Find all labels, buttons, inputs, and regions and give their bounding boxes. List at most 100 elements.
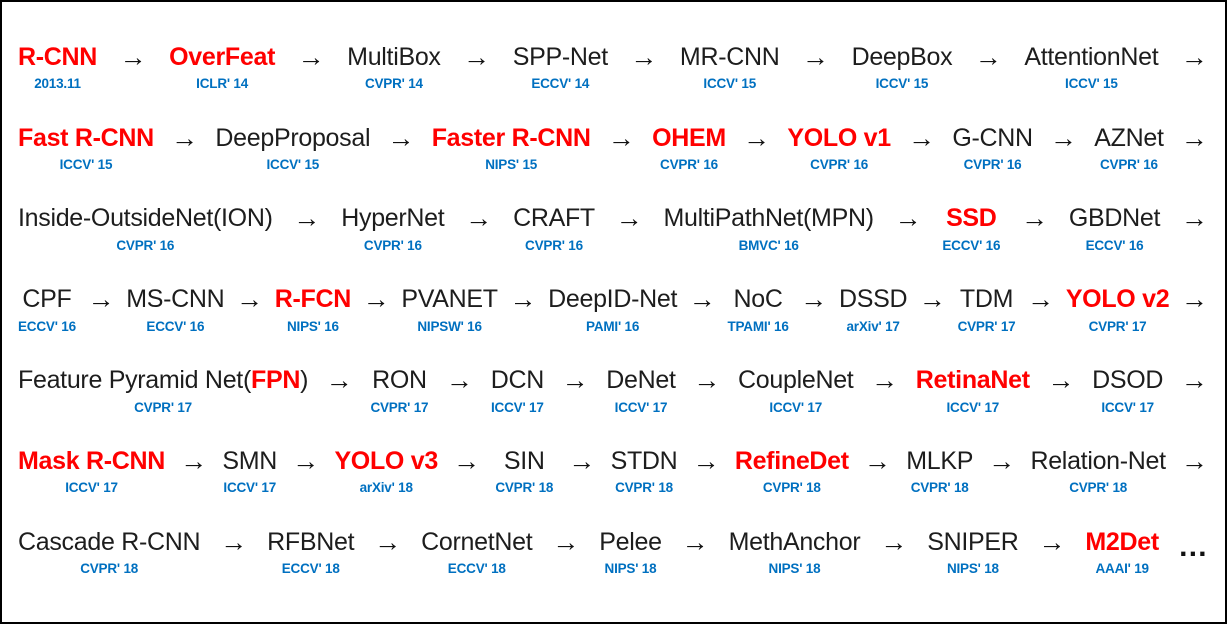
arrow-icon: → <box>446 365 474 396</box>
venue-label: NIPS' 18 <box>604 561 657 577</box>
venue-label: ICCV' 17 <box>65 480 118 496</box>
venue-label: ECCV' 16 <box>18 318 76 334</box>
venue-label: NIPS' 15 <box>485 156 538 172</box>
venue-label: NIPS' 16 <box>286 318 339 334</box>
arrow-icon: → <box>630 41 658 72</box>
model-name: OverFeat <box>169 42 276 71</box>
model-name: CRAFT <box>513 204 595 233</box>
venue-label: CVPR' 16 <box>1099 156 1158 172</box>
model-name: SMN <box>222 447 278 476</box>
arrow-icon: → <box>1050 122 1078 153</box>
model-name: YOLO v1 <box>787 123 891 152</box>
arrow-icon: → <box>119 41 147 72</box>
model-name: DCN <box>490 366 545 395</box>
model-name: SIN <box>503 447 545 476</box>
venue-label: NIPSW' 16 <box>417 318 482 334</box>
arrow-icon: → <box>880 527 908 558</box>
model-name: Mask R-CNN <box>18 447 166 476</box>
arrow-icon: → <box>692 446 720 477</box>
arrow-icon: → <box>465 203 493 234</box>
arrow-icon: → <box>453 446 481 477</box>
venue-label: ICCV' 15 <box>59 156 113 172</box>
venue-label: CVPR' 16 <box>963 156 1022 172</box>
model-name: R-CNN <box>18 42 98 71</box>
arrow-icon: → <box>1038 527 1066 558</box>
arrow-icon: → <box>615 203 643 234</box>
arrow-icon: → <box>463 41 491 72</box>
arrow-icon: → <box>1180 203 1208 234</box>
venue-label: CVPR' 16 <box>363 237 422 253</box>
model-name: NoC <box>733 285 783 314</box>
model-name: MultiPathNet(MPN) <box>663 204 875 233</box>
model-name: Pelee <box>599 528 662 557</box>
arrow-icon: → <box>908 122 936 153</box>
venue-label: ICCV' 17 <box>946 399 1000 415</box>
venue-label: ICCV' 17 <box>614 399 668 415</box>
arrow-icon: → <box>220 527 248 558</box>
arrow-icon: → <box>561 365 589 396</box>
venue-label: AAAI' 19 <box>1095 561 1149 577</box>
arrow-icon: → <box>1180 284 1208 315</box>
model-name-text: ) <box>300 366 309 395</box>
venue-label: 2013.11 <box>34 75 81 91</box>
model-name: Feature Pyramid Net(FPN) <box>18 365 308 396</box>
venue-label: ICLR' 14 <box>196 75 249 91</box>
model-name: MethAnchor <box>728 528 861 557</box>
arrow-icon: → <box>693 365 721 396</box>
venue-label: arXiv' 18 <box>359 480 413 496</box>
arrow-icon: → <box>568 446 596 477</box>
venue-label: BMVC' 16 <box>738 237 799 253</box>
arrow-icon: → <box>894 203 922 234</box>
model-name: RefineDet <box>734 447 849 476</box>
model-name: MultiBox <box>347 42 441 71</box>
venue-label: TPAMI' 16 <box>727 318 789 334</box>
arrow-icon: → <box>236 284 264 315</box>
model-name: DSSD <box>838 285 908 314</box>
venue-label: ECCV' 18 <box>281 561 340 577</box>
model-name: DeepID-Net <box>548 285 678 314</box>
model-name: GBDNet <box>1068 204 1161 233</box>
arrow-icon: → <box>607 122 635 153</box>
model-name: DSOD <box>1092 366 1164 395</box>
venue-label: CVPR' 17 <box>134 399 192 415</box>
model-name: SPP-Net <box>512 42 608 71</box>
model-name: AttentionNet <box>1024 42 1159 71</box>
arrow-icon: → <box>800 284 828 315</box>
arrow-icon: → <box>681 527 709 558</box>
model-name: CPF <box>22 285 72 314</box>
venue-label: ICCV' 15 <box>703 75 757 91</box>
venue-label: ECCV' 16 <box>1085 237 1144 253</box>
arrow-icon: → <box>871 365 899 396</box>
arrow-icon: → <box>387 122 415 153</box>
model-name-text: Feature Pyramid Net( <box>18 366 251 395</box>
venue-label: ICCV' 17 <box>491 399 544 415</box>
model-name: STDN <box>610 447 678 476</box>
arrow-icon: → <box>180 446 208 477</box>
arrow-icon: → <box>1180 122 1208 153</box>
model-node: Feature Pyramid Net(FPN) CVPR' 17 <box>18 365 308 414</box>
arrow-icon: → <box>864 446 891 477</box>
venue-label: ICCV' 15 <box>875 75 929 91</box>
model-name: SNIPER <box>927 528 1019 557</box>
